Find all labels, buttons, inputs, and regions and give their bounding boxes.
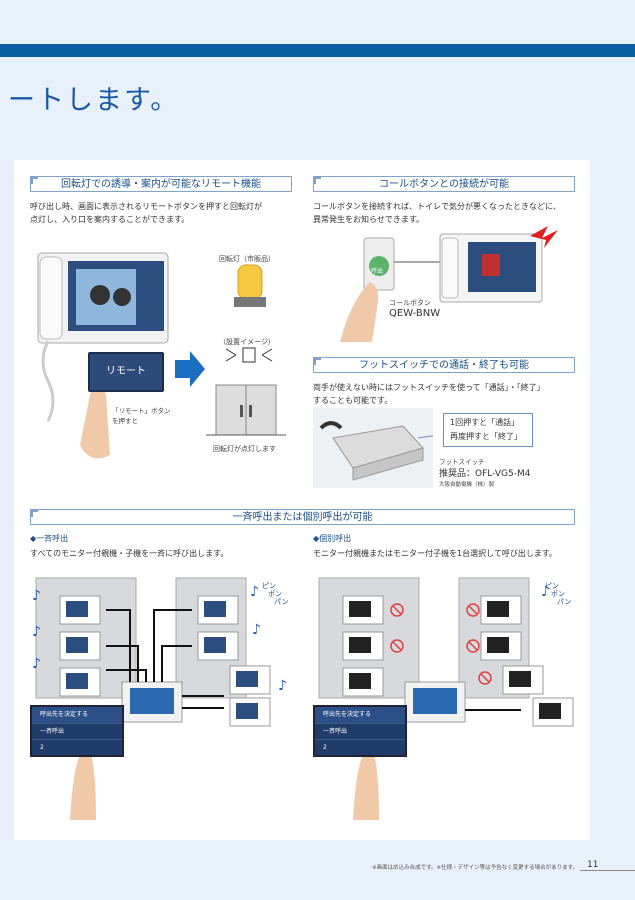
svg-text:♪: ♪ (32, 588, 41, 604)
svg-text:♪: ♪ (541, 584, 550, 600)
remote-illustration (37, 252, 286, 459)
menu-item-2[interactable]: 2 (32, 739, 122, 755)
group-call-illustration: ♪ ♪ ♪ ♪ ♪ ♪ (32, 577, 287, 820)
section-group-call-title: 一斉呼出または個別呼出が可能 (30, 509, 575, 525)
remote-button[interactable]: リモート (88, 352, 164, 392)
section-remote-body: 呼び出し時、画面に表示されるリモートボタンを押すと回転灯が点灯し、入り口を案内す… (30, 202, 262, 224)
menu-header: 呼出先を決定する (32, 707, 122, 723)
section-remote-title: 回転灯での誘導・案内が可能なリモート機能 (30, 176, 292, 192)
group-call-heading: ◆一斉呼出 (30, 534, 69, 543)
group-call-body: すべてのモニター付親機・子機を一斉に呼び出します。 (30, 549, 229, 558)
page-number-rule (580, 870, 635, 871)
svg-text:♪: ♪ (250, 584, 259, 600)
sound-text-right: ピンポンパン (545, 582, 572, 606)
menu-item-group[interactable]: 一斉呼出 (32, 723, 122, 739)
foot-model: 推奨品：OFL-VG5-M4 (439, 469, 531, 479)
individual-call-menu: 呼出先を決定する 一斉呼出 2 (313, 705, 407, 757)
page-headline: ートします。 (8, 85, 180, 116)
sound-text: ピンポンパン (262, 582, 289, 606)
svg-text:♪: ♪ (252, 622, 261, 638)
menu-item-group[interactable]: 一斉呼出 (315, 723, 405, 739)
top-band (0, 0, 635, 44)
foot-maker: 大阪自動電機（株）製 (439, 482, 495, 488)
top-blue-bar (0, 44, 635, 57)
foot-switch-illustration (313, 408, 433, 488)
group-call-menu: 呼出先を決定する 一斉呼出 2 (30, 705, 124, 757)
call-illustration (340, 226, 558, 342)
menu-header: 呼出先を決定する (315, 707, 405, 723)
individual-call-body: モニター付親機またはモニター付子機を1台選択して呼び出します。 (313, 549, 558, 558)
foot-caption: フットスイッチ (439, 458, 485, 466)
individual-call-illustration: ♪ (318, 577, 574, 820)
install-label: （設置イメージ） (219, 338, 275, 346)
svg-text:♪: ♪ (278, 678, 287, 694)
lamp-label: 回転灯（市販品） (219, 255, 275, 263)
section-call-body: コールボタンを接続すれば、トイレで気分が悪くなったときなどに、異常発生をお知らせ… (313, 202, 561, 224)
section-foot-body: 両手が使えない時にはフットスイッチを使って「通話」・「終了」することも可能です。 (313, 383, 545, 405)
page-number: 11 (587, 860, 599, 870)
svg-text:♪: ♪ (32, 624, 41, 640)
menu-item-2[interactable]: 2 (315, 739, 405, 755)
foot-callout: 1回押すと「通話」再度押すと「終了」 (443, 413, 533, 447)
call-btn-model: QEW-BNW (389, 308, 441, 319)
individual-call-heading: ◆個別呼出 (313, 534, 352, 543)
call-btn-text: 呼出 (371, 268, 384, 275)
press-label: 「リモート」ボタンを押すと (112, 407, 171, 425)
svg-text:♪: ♪ (32, 656, 41, 672)
section-foot-title: フットスイッチでの通話・終了も可能 (313, 357, 575, 373)
lit-label: 回転灯が点灯します (213, 445, 276, 453)
footer-note: ※画面はめ込み合成です。※仕様・デザイン等は予告なく変更する場合があります。 (372, 865, 579, 871)
call-btn-caption: コールボタン (389, 299, 431, 307)
section-call-title: コールボタンとの接続が可能 (313, 176, 575, 192)
